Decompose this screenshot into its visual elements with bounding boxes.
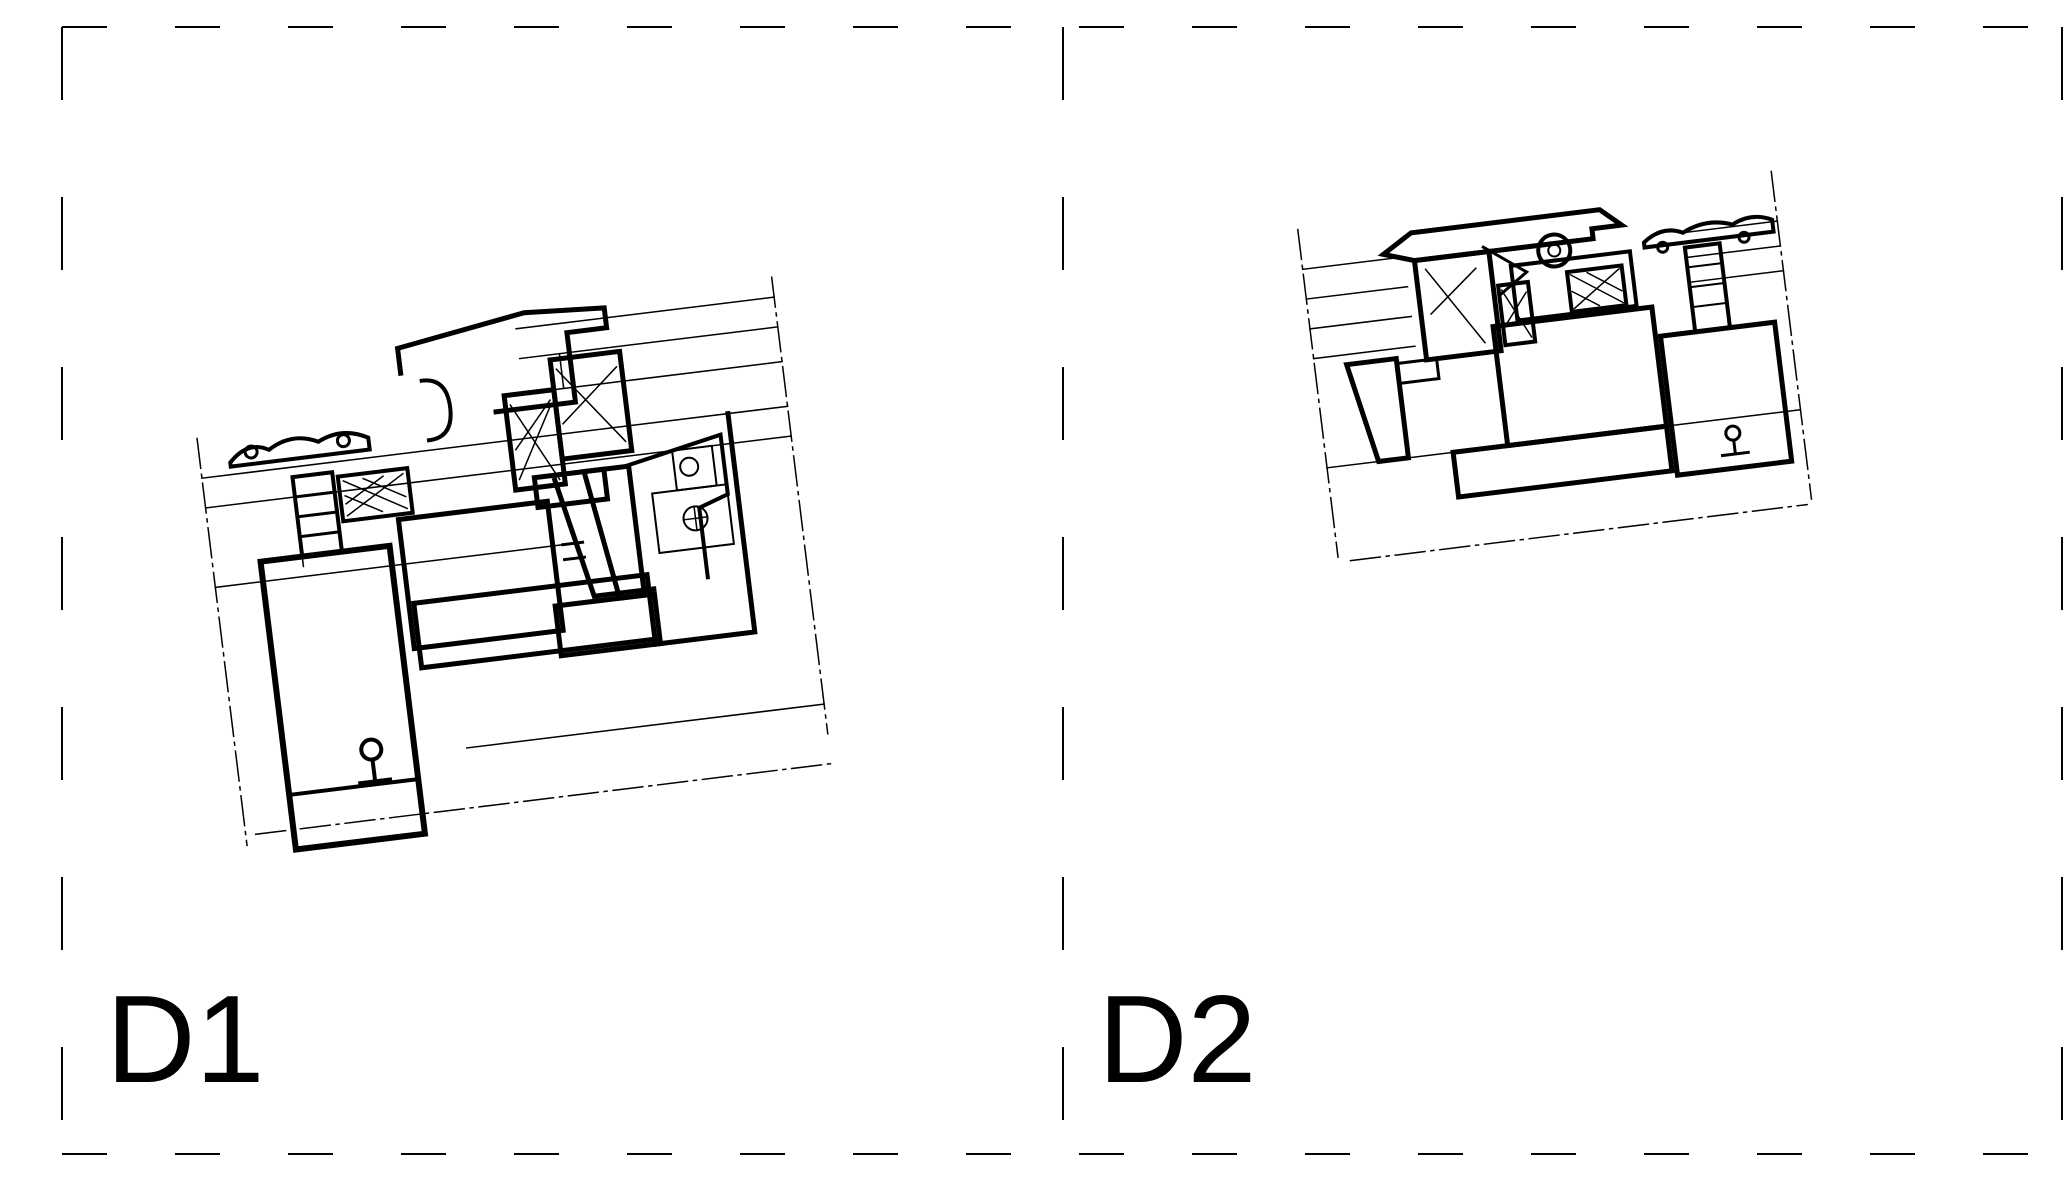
d2-guide-lines [1296, 170, 1813, 562]
d2-mullion [1641, 214, 1795, 478]
panel-label-d1: D1 [106, 971, 265, 1109]
d2-vent [1343, 248, 1504, 465]
d2-transom [1450, 249, 1675, 500]
d1-mullion [257, 542, 429, 853]
d1-section-drawing [196, 276, 838, 853]
panel-frames [61, 26, 2069, 1155]
d2-section-drawing [1296, 170, 1813, 562]
d1-mullion-gaskets [228, 431, 372, 559]
d1-sash [551, 463, 664, 659]
d1-bracket [561, 410, 758, 647]
d1-glass-lines [201, 296, 825, 749]
d1-screw-channel [359, 737, 384, 762]
panel-label-d2: D2 [1098, 971, 1257, 1109]
d2-insulation [1495, 263, 1629, 348]
d1-vent-frame [394, 305, 635, 511]
d1-insulation [335, 465, 415, 524]
d1-transom [395, 498, 658, 671]
d1-guide-lines [196, 276, 838, 847]
